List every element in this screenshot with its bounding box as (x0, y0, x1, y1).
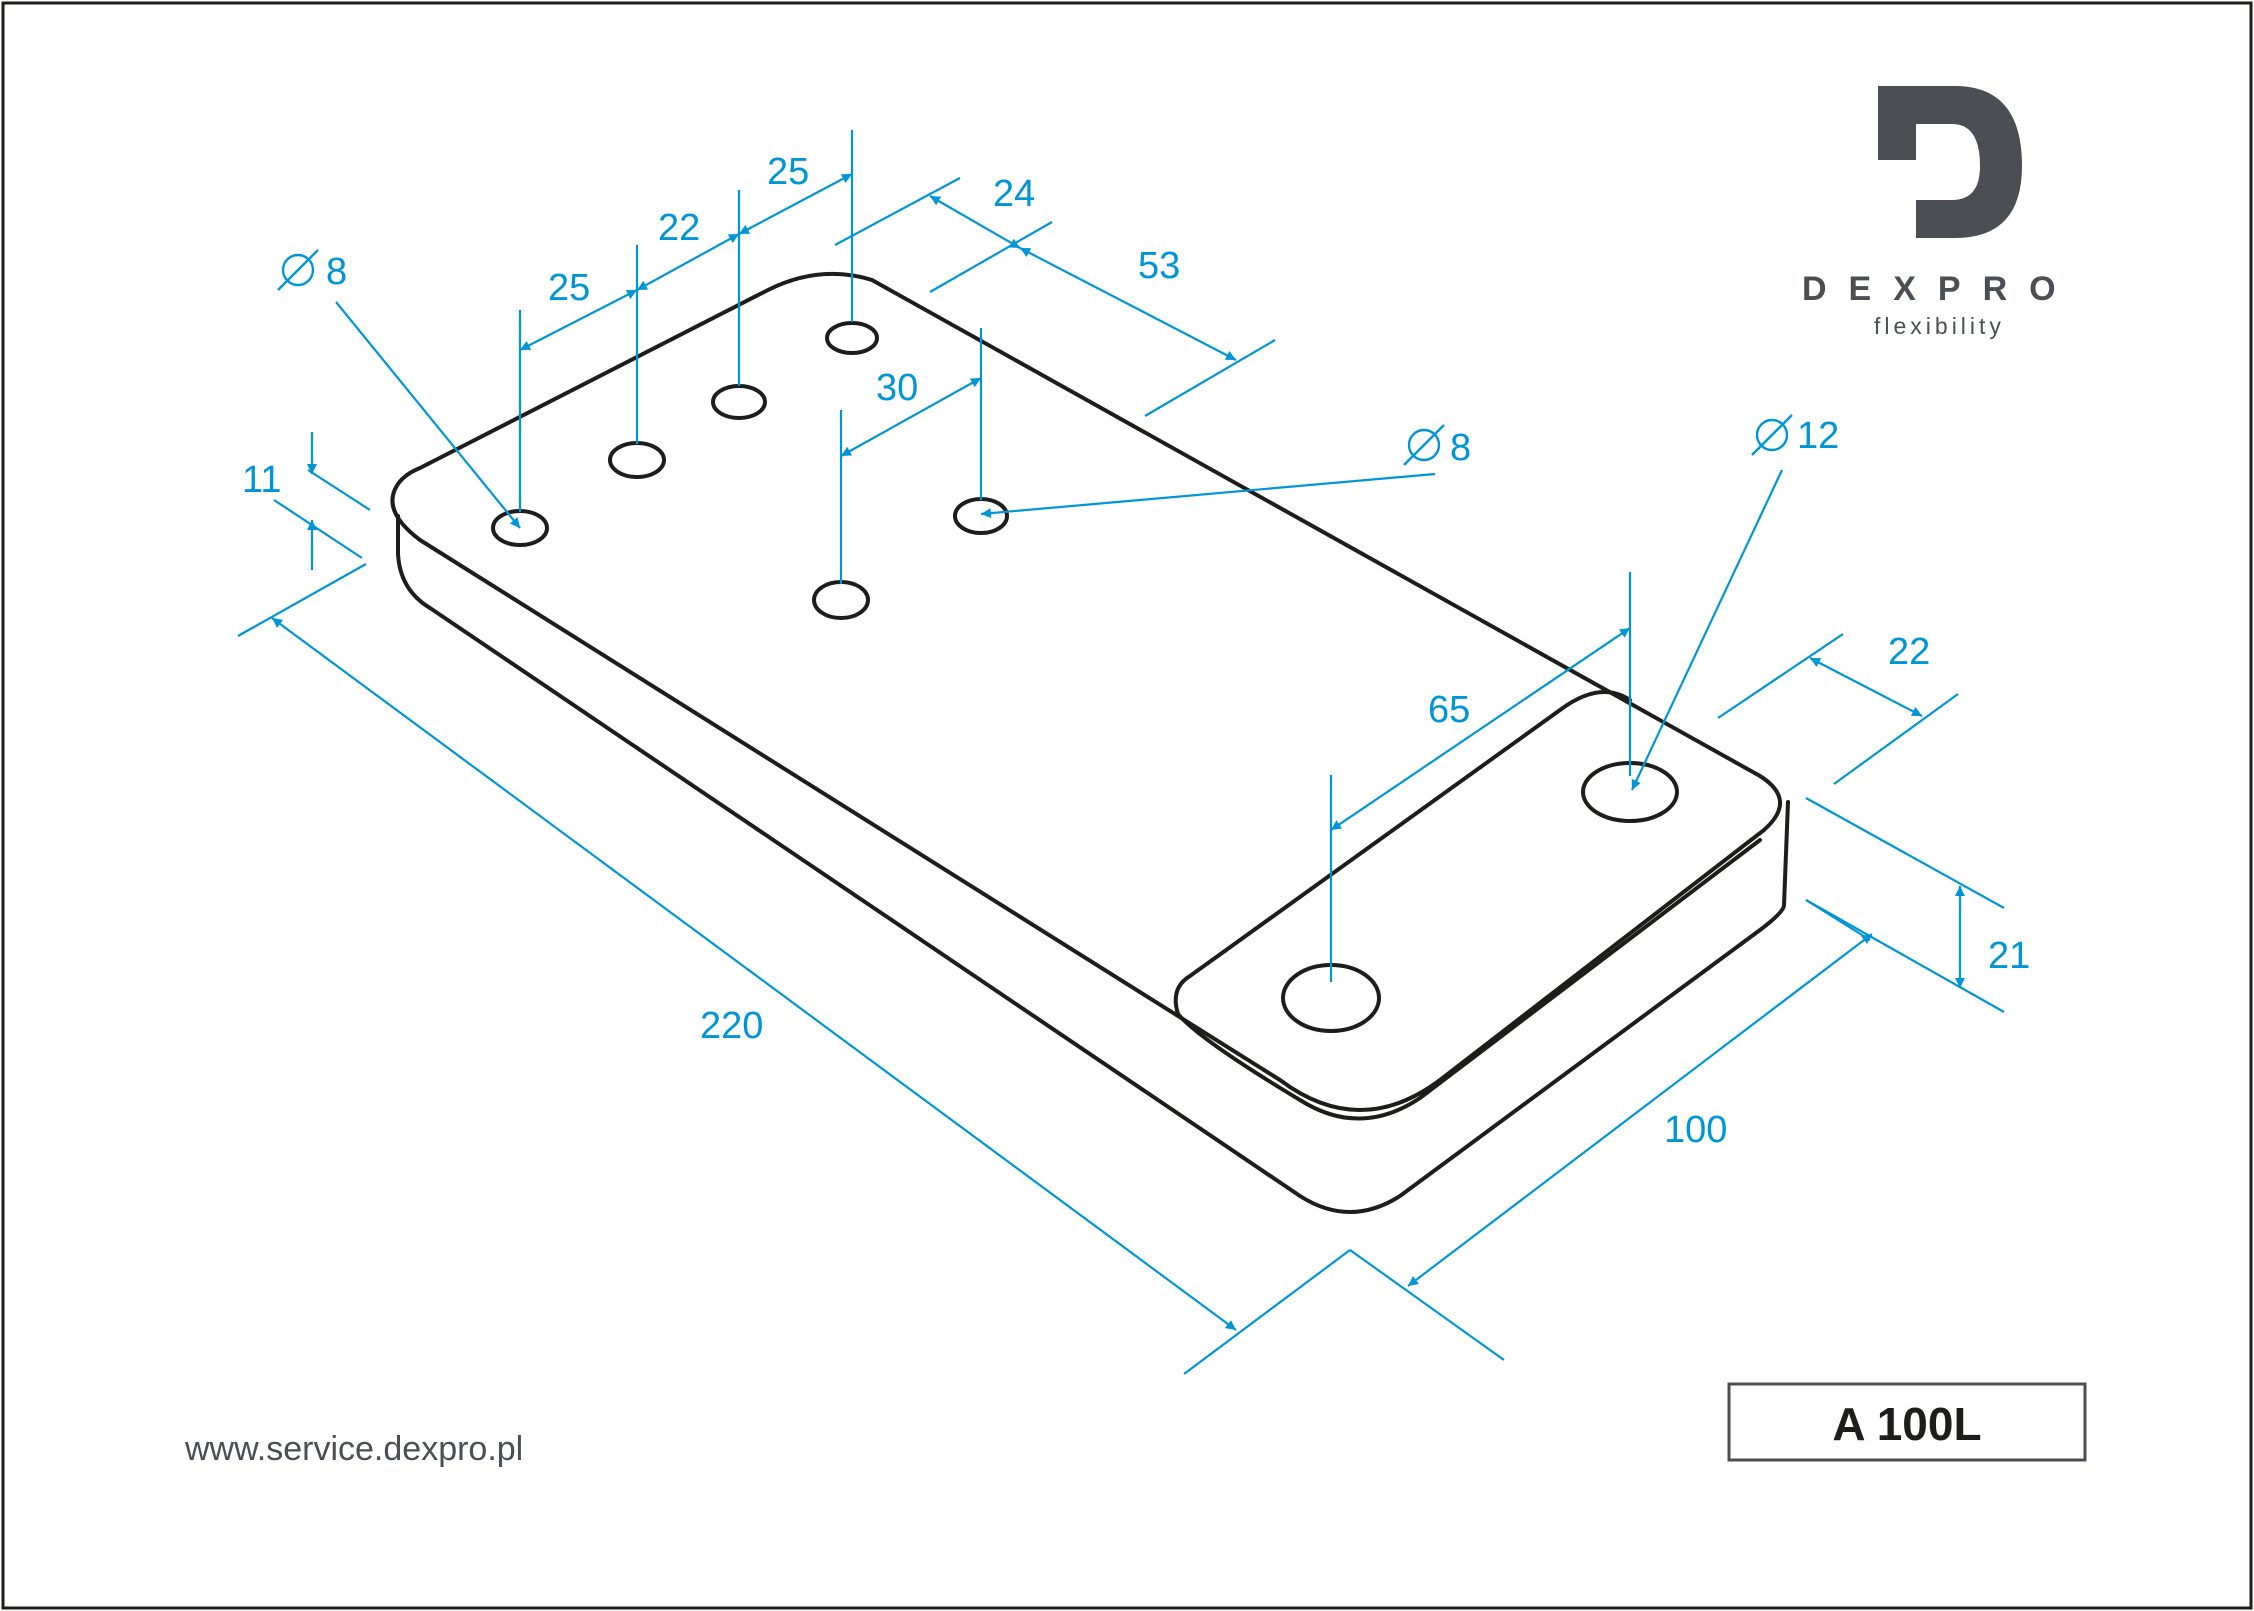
hole-2 (608, 441, 666, 479)
dim-25b: 25 (767, 151, 809, 193)
plate-outline (390, 271, 1790, 1214)
dim-line-22b (1809, 657, 1923, 717)
dexpro-logo: DEXPRO flexibility (1802, 86, 2078, 339)
raised-pad (1173, 690, 1632, 1016)
dim-30: 30 (876, 367, 918, 409)
diameter-symbols (277, 249, 1793, 466)
leader-d12 (1631, 469, 1783, 791)
diameter-icon (1751, 414, 1793, 456)
plate-right-edge (1782, 800, 1790, 907)
dimension-labels: 8 8 12 25 22 25 24 53 30 11 65 22 21 220… (242, 151, 2030, 1151)
dim-25a: 25 (548, 267, 590, 309)
leader-d8-left (335, 301, 521, 529)
dim-line-24 (929, 195, 1021, 249)
dim-d8-left: 8 (326, 251, 347, 293)
dim-d12: 12 (1797, 415, 1839, 457)
dim-line-22a (636, 233, 740, 291)
hole-5 (953, 497, 1009, 535)
dim-line-25a (519, 289, 638, 351)
holes (491, 321, 1679, 1033)
dimension-lines (237, 130, 2005, 1375)
diameter-icon (277, 249, 319, 291)
logo-tagline: flexibility (1874, 313, 2005, 339)
dim-22b: 22 (1888, 631, 1930, 673)
model-number: A 100L (1832, 1398, 1981, 1450)
dim-line-220 (271, 617, 1237, 1331)
dim-21: 21 (1988, 935, 2030, 977)
dim-53: 53 (1138, 245, 1180, 287)
dim-line-30 (840, 377, 982, 457)
dim-line-25b (738, 173, 853, 235)
model-box: A 100L (1727, 1382, 2087, 1462)
logo-wordmark: DEXPRO (1802, 270, 2078, 308)
dim-22a: 22 (658, 207, 700, 249)
website-url: www.service.dexpro.pl (184, 1430, 523, 1468)
dim-220: 220 (700, 1005, 763, 1047)
raised-pad-front (1176, 838, 1762, 1121)
dim-65: 65 (1428, 689, 1470, 731)
diameter-icon (1403, 424, 1445, 466)
hole-4 (825, 321, 879, 355)
dim-11: 11 (242, 459, 281, 501)
dim-24: 24 (993, 173, 1035, 215)
plate-bottom-edge (396, 552, 1786, 1214)
logo-d-mark (1878, 86, 2022, 238)
dim-100: 100 (1664, 1109, 1727, 1151)
dim-line-100 (1407, 933, 1873, 1287)
hole-6 (812, 580, 870, 620)
dim-d8-right: 8 (1450, 427, 1471, 469)
dim-line-53 (1019, 247, 1237, 361)
leader-d8-right (980, 472, 1436, 519)
hole-3 (711, 384, 767, 420)
dim-line-65 (1330, 627, 1631, 831)
